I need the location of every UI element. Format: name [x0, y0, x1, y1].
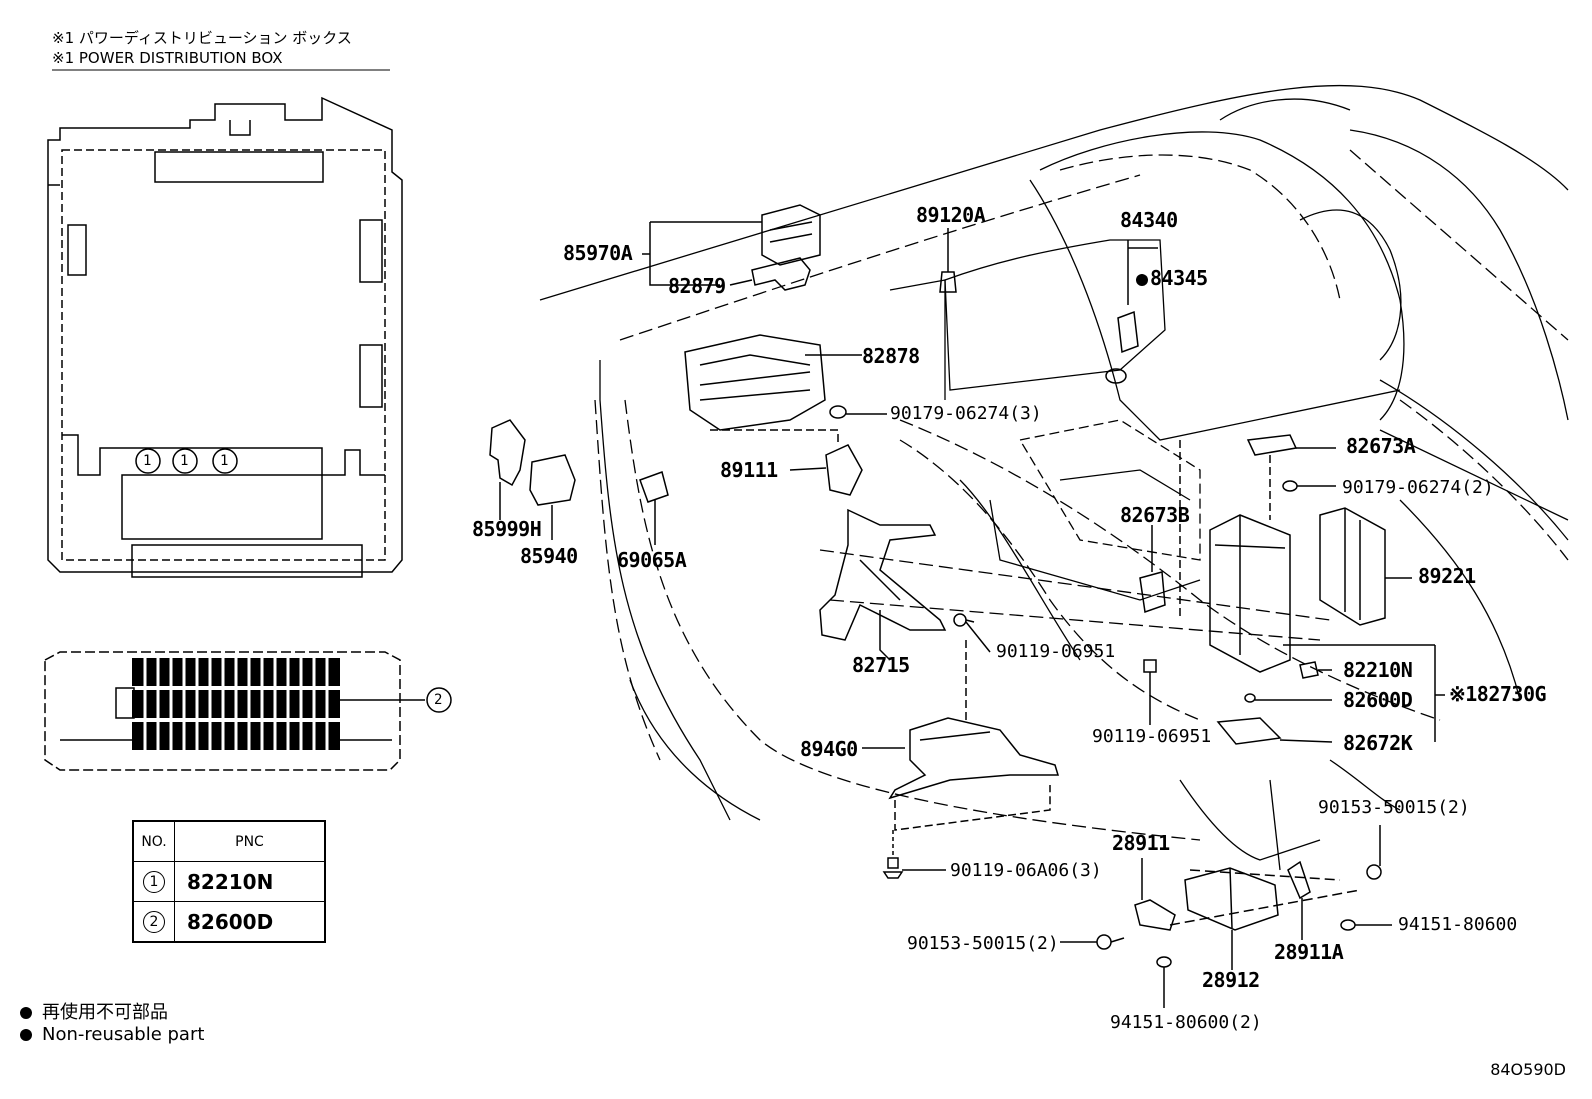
label-82879: 82879 [668, 274, 726, 298]
part-84345 [1117, 310, 1139, 354]
label-89221: 89221 [1418, 564, 1476, 588]
label-82672K: 82672K [1343, 731, 1413, 755]
label-85999H: 85999H [472, 517, 542, 541]
part-90179-nut [829, 405, 847, 419]
part-82878 [684, 334, 826, 431]
part-82673A [1246, 434, 1298, 456]
part-69065A [639, 471, 669, 503]
label-84345: 84345 [1136, 268, 1208, 288]
part-90153-bolt-right [1366, 864, 1382, 880]
part-85970A [761, 204, 821, 266]
header-title-jp: ※1 パワーディストリビューション ボックス [52, 29, 352, 47]
non-reusable-dot-icon [1136, 273, 1148, 286]
pnc-table: NO. PNC 1 82210N 2 82600D [132, 820, 326, 943]
label-89120A: 89120A [916, 203, 986, 227]
label-82600D: 82600D [1343, 688, 1413, 712]
callout-1-markers [135, 448, 238, 474]
table-row-pnc: 82210N [174, 861, 326, 902]
table-row-no: 2 [143, 910, 165, 933]
part-89221 [1319, 507, 1386, 626]
label-90179-06274-2: 90179-06274(2) [1342, 477, 1494, 498]
label-90179-06274-3: 90179-06274(3) [890, 403, 1042, 424]
part-90119-06A06 [882, 857, 904, 879]
callout-1-label-b: 1 [180, 453, 189, 469]
callout-1-label-a: 1 [143, 453, 152, 469]
label-82673B: 82673B [1120, 503, 1190, 527]
label-82673A: 82673A [1346, 434, 1416, 458]
part-90119-bolt-b [1143, 659, 1157, 685]
label-94151-80600-2: 94151-80600(2) [1110, 1012, 1262, 1033]
label-90119-06A06: 90119-06A06(3) [950, 860, 1102, 881]
legend-en: Non-reusable part [20, 1024, 204, 1045]
part-82673B [1139, 571, 1166, 614]
label-90153-50015-right: 90153-50015(2) [1318, 797, 1470, 818]
table-row-pnc: 82600D [174, 901, 326, 943]
bullet-dot-icon [20, 1007, 32, 1019]
part-28911 [1134, 899, 1176, 931]
label-69065A: 69065A [617, 548, 687, 572]
label-82715: 82715 [852, 653, 910, 677]
label-84340: 84340 [1120, 208, 1178, 232]
bullet-dot-icon [20, 1029, 32, 1041]
part-85940 [529, 454, 576, 506]
table-row-no: 1 [143, 870, 165, 893]
illustration-code: 84O590D [1490, 1060, 1566, 1079]
callout-2-label: 2 [434, 692, 443, 708]
table-row: 1 82210N [132, 861, 326, 902]
legend-jp: 再使用不可部品 [20, 998, 168, 1024]
callout-2-marker [426, 687, 452, 713]
label-90153-50015-left: 90153-50015(2) [907, 933, 1059, 954]
label-82878: 82878 [862, 344, 920, 368]
part-94151-nut-right [1340, 919, 1356, 931]
table-header-row: NO. PNC [132, 820, 326, 862]
part-90153-bolt-left [1096, 934, 1125, 950]
label-85970A: 85970A [563, 241, 633, 265]
part-85999H [489, 419, 526, 487]
label-85940: 85940 [520, 544, 578, 568]
table-row: 2 82600D [132, 901, 326, 943]
power-distribution-box-front [47, 96, 403, 578]
label-82210N: 82210N [1343, 658, 1413, 682]
part-94151-nut-bottom [1156, 956, 1172, 968]
label-90119-06951-b: 90119-06951 [1092, 726, 1212, 747]
label-28911A: 28911A [1274, 940, 1344, 964]
part-89120A [939, 271, 957, 293]
table-header-no: NO. [132, 820, 175, 862]
table-header-pnc: PNC [174, 820, 326, 862]
part-90119-bolt-a [953, 613, 975, 627]
part-82879 [751, 257, 811, 291]
part-89111 [825, 444, 863, 496]
part-82672K [1216, 717, 1282, 745]
part-894G0 [888, 717, 1060, 800]
part-28912 [1184, 867, 1279, 931]
part-82715 [819, 508, 947, 641]
label-90119-06951-a: 90119-06951 [996, 641, 1116, 662]
callout-1-label-c: 1 [220, 453, 229, 469]
part-28911A [1287, 860, 1311, 900]
header-title-en: ※1 POWER DISTRIBUTION BOX [52, 49, 283, 67]
label-82730G: ※182730G [1449, 682, 1547, 706]
part-82730G [1209, 514, 1291, 673]
part-82210N [1299, 661, 1319, 679]
label-894G0: 894G0 [800, 737, 858, 761]
label-28911: 28911 [1112, 831, 1170, 855]
label-89111: 89111 [720, 458, 778, 482]
label-28912: 28912 [1202, 968, 1260, 992]
label-94151-80600: 94151-80600 [1398, 914, 1518, 935]
